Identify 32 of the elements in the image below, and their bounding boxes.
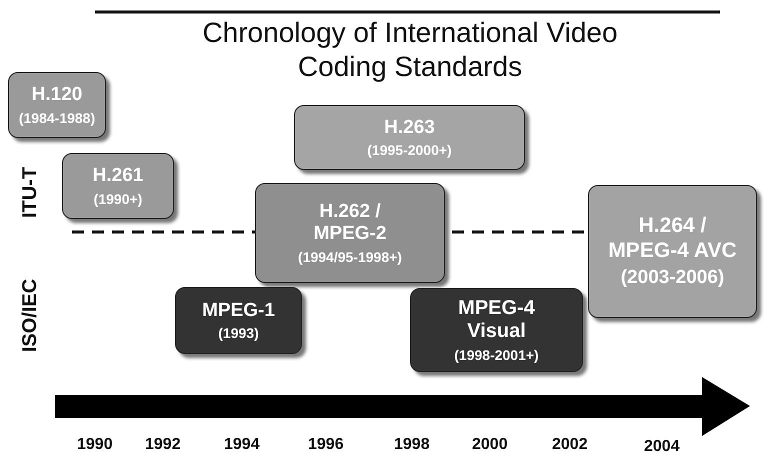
year-label: 1996	[308, 436, 344, 454]
standard-name: MPEG-4 Visual	[457, 297, 536, 343]
group-label: ITU-T	[18, 166, 42, 218]
year-label: 1998	[394, 436, 430, 454]
standard-box	[588, 185, 757, 318]
year-label: 1990	[77, 436, 113, 454]
date-range: (1993)	[218, 325, 259, 342]
group-label: ISO/IEC	[18, 278, 42, 352]
standard-box	[294, 105, 525, 170]
standard-box	[410, 288, 583, 372]
year-label: 1994	[224, 436, 260, 454]
date-range: (1984-1988)	[18, 110, 96, 126]
date-range: (1998-2001+)	[454, 347, 539, 363]
title: Chronology of International Video Coding Standards	[201, 16, 619, 84]
year-label: 2004	[644, 438, 680, 456]
standard-name: H.261	[92, 165, 144, 187]
standard-name: H.264 / MPEG-4 AVC	[608, 214, 738, 263]
standard-box	[8, 72, 106, 138]
standard-name: MPEG-1	[202, 300, 275, 322]
standard-name: H.262 / MPEG-2	[312, 201, 388, 245]
standard-box	[255, 183, 445, 283]
standard-name: H.120	[32, 84, 82, 106]
date-range: (1994/95-1998+)	[298, 248, 402, 265]
date-range: (1990+)	[94, 190, 142, 207]
year-label: 2000	[472, 436, 508, 454]
standard-box	[175, 287, 302, 354]
year-label: 2002	[552, 436, 588, 454]
standard-box	[62, 153, 174, 219]
year-label: 1992	[145, 436, 181, 454]
date-range: (2003-2006)	[620, 266, 724, 289]
date-range: (1995-2000+)	[367, 142, 452, 158]
standard-name: H.263	[384, 116, 435, 138]
